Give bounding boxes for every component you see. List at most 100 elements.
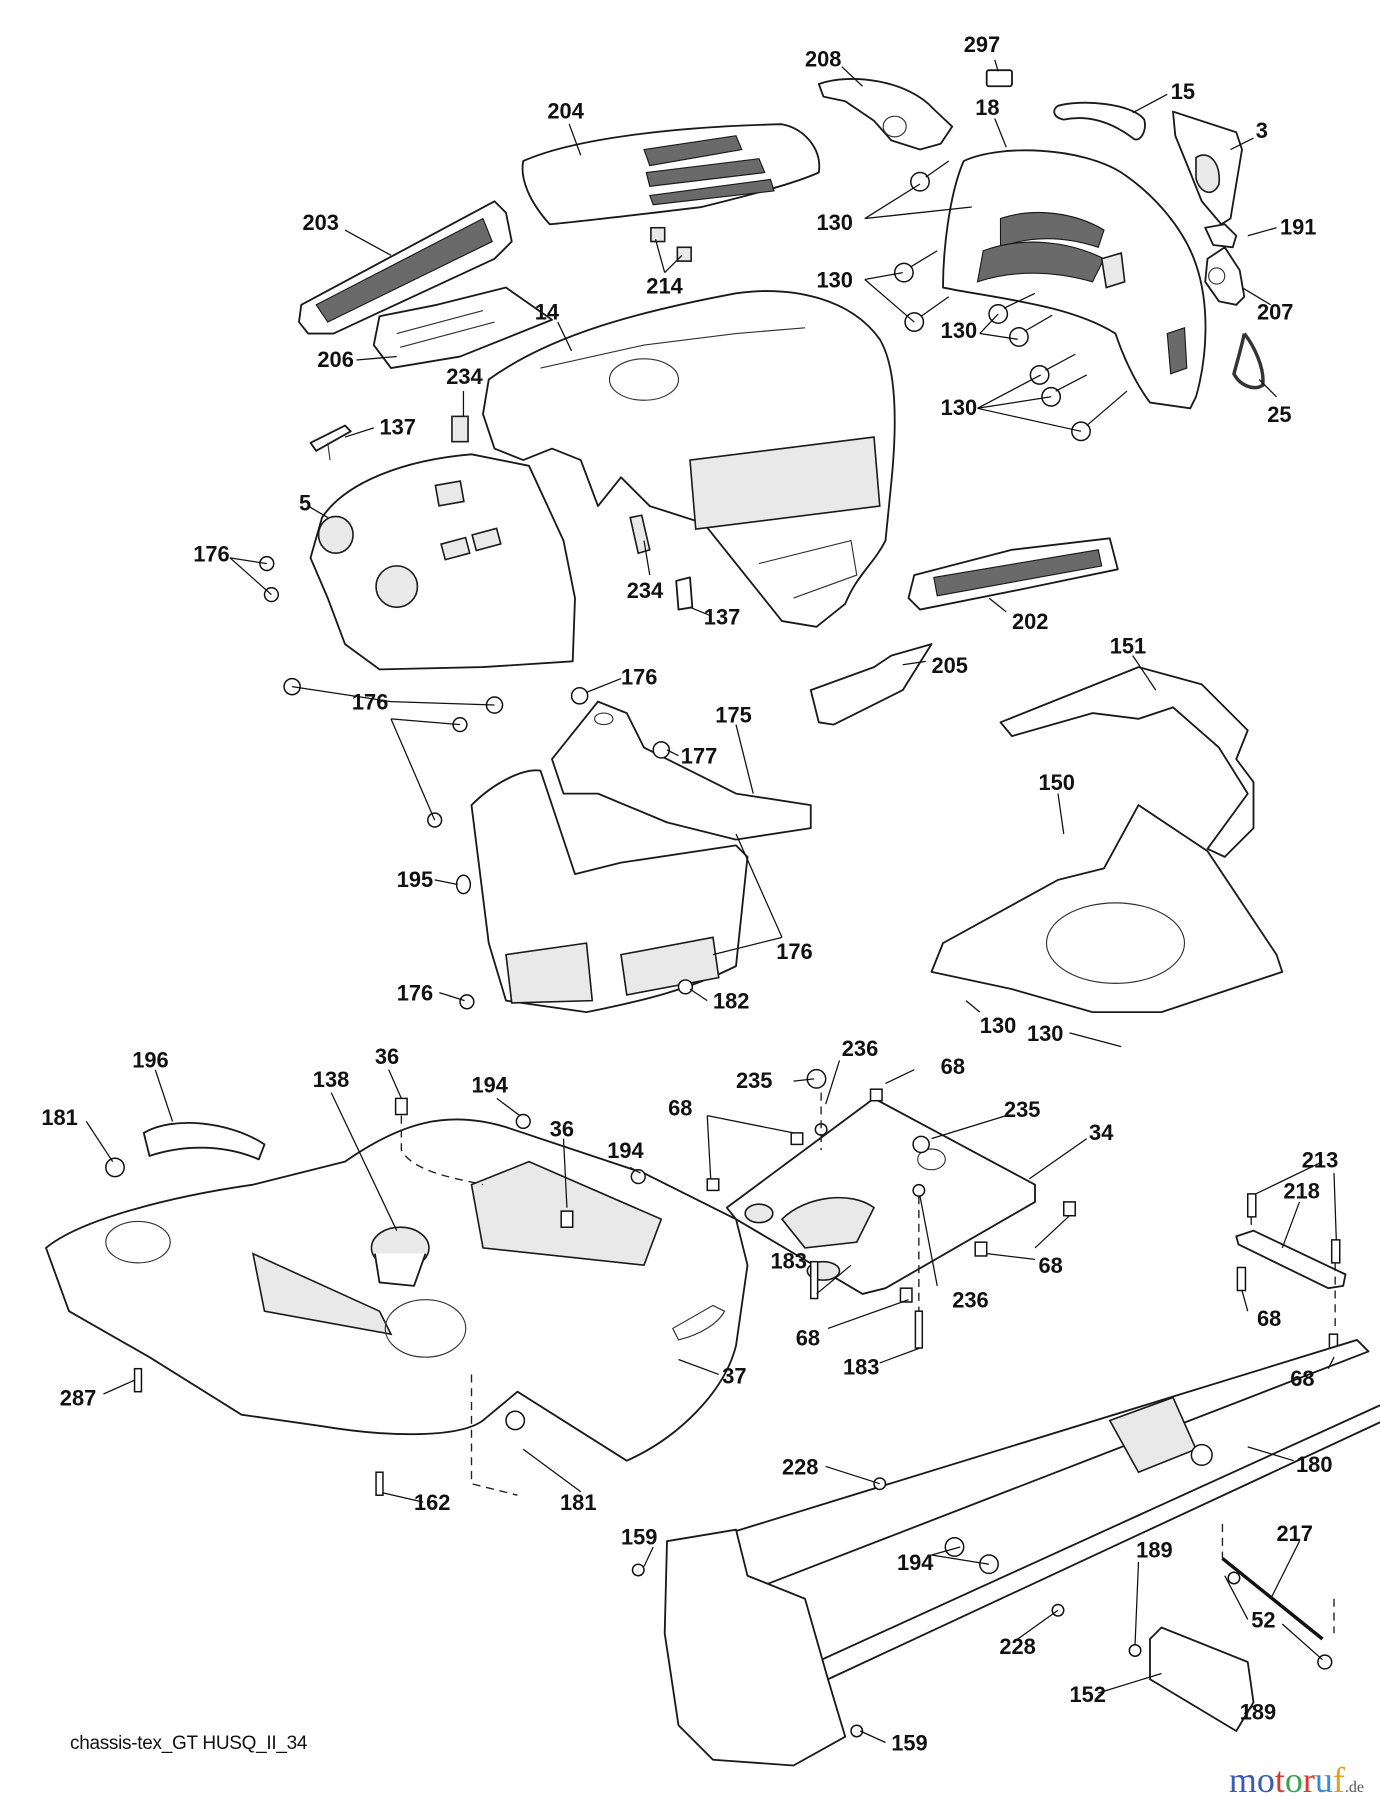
leader-lines-lower <box>85 1060 1337 1744</box>
callout-214: 214 <box>646 273 683 298</box>
callout-235-b: 235 <box>1004 1097 1040 1122</box>
callout-159-a: 159 <box>621 1525 657 1550</box>
callout-162: 162 <box>414 1490 450 1515</box>
callout-68-f: 68 <box>1290 1366 1314 1391</box>
callout-3: 3 <box>1256 118 1268 143</box>
logo-letter: o <box>1284 1760 1303 1800</box>
callout-234-a: 234 <box>446 364 483 389</box>
callout-183-b: 183 <box>843 1354 879 1379</box>
callout-68-e: 68 <box>796 1326 820 1351</box>
logo-letter: m <box>1228 1760 1257 1800</box>
callout-194-b: 194 <box>607 1138 644 1163</box>
callout-numbers: 208 297 15 204 18 3 130 191 203 214 130 … <box>41 32 1338 1756</box>
part-195-grommet <box>455 874 472 895</box>
callout-287: 287 <box>60 1385 96 1410</box>
part-204-hood-vent-cover <box>521 123 821 226</box>
logo-letter: f <box>1332 1760 1345 1800</box>
part-234-decal-upper <box>451 415 469 443</box>
logo-letter: t <box>1274 1760 1285 1800</box>
callout-176-c: 176 <box>352 690 388 715</box>
watermark-logo: motoruf.de <box>1229 1762 1364 1798</box>
part-175-dash-bracket <box>551 700 812 841</box>
callout-68-a: 68 <box>941 1054 965 1079</box>
callout-228-b: 228 <box>999 1634 1035 1659</box>
part-34-mounting-plate <box>725 1097 1036 1295</box>
callout-208: 208 <box>805 47 841 72</box>
callout-68-b: 68 <box>668 1096 692 1121</box>
callout-68-d: 68 <box>1257 1306 1281 1331</box>
part-180-main-frame <box>663 1339 1380 1767</box>
part-217-rod <box>1221 1557 1324 1641</box>
callout-130-d: 130 <box>941 395 977 420</box>
part-205-side-insert <box>809 643 933 726</box>
part-15-trim-strip <box>1053 101 1146 141</box>
part-202-front-grille <box>907 537 1119 611</box>
callout-207: 207 <box>1257 300 1293 325</box>
callout-68-c: 68 <box>1038 1253 1062 1278</box>
callout-130-c: 130 <box>941 318 977 343</box>
callout-205: 205 <box>932 653 968 678</box>
part-208-headlight-housing <box>817 78 954 151</box>
callout-15: 15 <box>1171 79 1195 104</box>
diagram-title: chassis-tex_GT HUSQ_II_34 <box>70 1733 308 1754</box>
callout-5: 5 <box>299 491 311 516</box>
logo-letter: u <box>1314 1760 1333 1800</box>
part-25-seal <box>1232 332 1265 390</box>
part-3-emblem-panel <box>1172 110 1243 226</box>
callout-180: 180 <box>1296 1452 1332 1477</box>
callout-175: 175 <box>715 702 751 727</box>
part-196-footrest-cover <box>142 1121 266 1161</box>
callout-130-a: 130 <box>817 210 853 235</box>
callout-181-b: 181 <box>560 1490 596 1515</box>
part-191-light-cap <box>1204 223 1238 249</box>
logo-letter: o <box>1256 1760 1275 1800</box>
part-138-fuel-neck <box>370 1226 430 1287</box>
callout-218: 218 <box>1283 1178 1319 1203</box>
part-152-cover <box>1149 1626 1255 1732</box>
callout-37: 37 <box>722 1364 746 1389</box>
callout-177: 177 <box>681 744 717 769</box>
callout-191: 191 <box>1280 215 1316 240</box>
callout-213: 213 <box>1302 1147 1338 1172</box>
part-182-lower-console <box>470 769 749 1014</box>
callout-14: 14 <box>535 300 560 325</box>
part-297-clip <box>985 69 1013 88</box>
part-207-headlight <box>1204 246 1246 306</box>
callout-203: 203 <box>302 210 338 235</box>
logo-letter: r <box>1302 1760 1315 1800</box>
callout-151: 151 <box>1110 633 1146 658</box>
callout-195: 195 <box>397 867 433 892</box>
callout-189-a: 189 <box>1136 1537 1172 1562</box>
part-234-decal-lower <box>629 514 651 555</box>
callout-138: 138 <box>313 1067 349 1092</box>
callout-204: 204 <box>547 98 584 123</box>
part-150-engine-shield <box>930 804 1284 1014</box>
callout-18: 18 <box>975 95 999 120</box>
part-206-dash-insert <box>372 286 553 369</box>
part-5-dash-panel <box>309 453 576 671</box>
callout-182: 182 <box>713 989 749 1014</box>
logo-tld: .de <box>1344 1779 1364 1796</box>
callout-297: 297 <box>964 32 1000 57</box>
callout-183-a: 183 <box>771 1249 807 1274</box>
callout-137-a: 137 <box>380 415 416 440</box>
callout-235-a: 235 <box>736 1068 772 1093</box>
part-177-nut <box>652 741 671 759</box>
callout-176-e: 176 <box>776 939 812 964</box>
callout-36-b: 36 <box>550 1116 574 1141</box>
callout-137-b: 137 <box>704 605 740 630</box>
callout-194-a: 194 <box>472 1073 509 1098</box>
fasteners-plate <box>706 1068 1076 1349</box>
callout-25: 25 <box>1267 402 1291 427</box>
callout-159-b: 159 <box>891 1731 927 1756</box>
fasteners-deck <box>105 1097 646 1496</box>
callout-130-f: 130 <box>1027 1021 1063 1046</box>
callout-176-b: 176 <box>621 664 657 689</box>
callout-150: 150 <box>1038 770 1074 795</box>
callout-234-b: 234 <box>627 578 664 603</box>
callout-217: 217 <box>1277 1521 1313 1546</box>
part-137-hood-hinge-lower <box>675 576 694 611</box>
callout-176-a: 176 <box>193 541 229 566</box>
leader-lines <box>229 59 1277 1048</box>
